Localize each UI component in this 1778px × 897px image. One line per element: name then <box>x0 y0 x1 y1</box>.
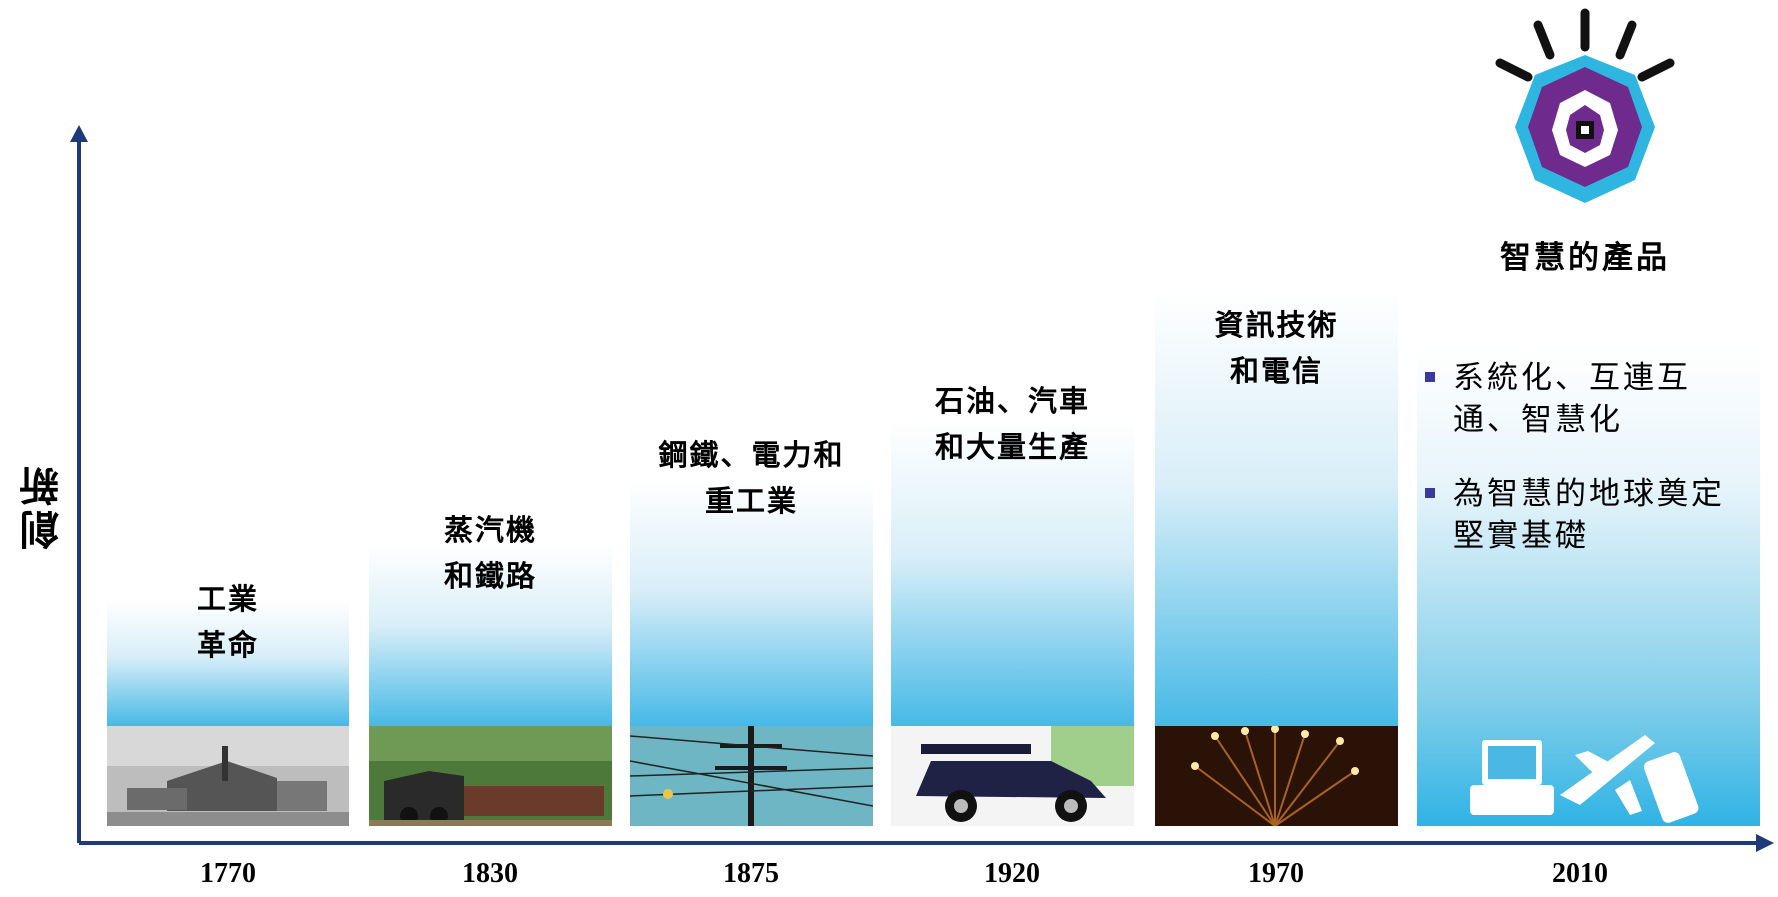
airplane-icon <box>1560 735 1655 815</box>
factory-photo <box>107 726 349 826</box>
power-pole-photo <box>630 726 873 826</box>
era-label: 工業 革命 <box>196 582 259 662</box>
era-column-2010 <box>1417 345 1760 826</box>
year-label: 1830 <box>462 858 518 889</box>
y-axis-arrow <box>70 125 88 142</box>
fiber-optics-photo <box>1155 726 1398 826</box>
era-label: 蒸汽機 和鐵路 <box>443 513 537 593</box>
bullet-item: 系統化、互連互通、智慧化 <box>1425 357 1745 441</box>
laptop-icon <box>1470 740 1554 815</box>
year-label: 1770 <box>200 858 256 889</box>
vintage-car-photo <box>891 726 1134 826</box>
year-label: 1920 <box>984 858 1040 889</box>
smart-planet-logo <box>1495 8 1675 203</box>
year-label: 1875 <box>723 858 779 889</box>
phone-icon <box>1643 752 1699 823</box>
y-axis-label: 創新 <box>19 462 66 550</box>
era-column-1770: 工業 革命 <box>107 582 349 726</box>
era-column-1970: 資訊技術 和電信 <box>1155 290 1398 726</box>
era-column-1875: 鋼鐵、電力和 重工業 <box>630 438 873 726</box>
era-column-1920: 石油、汽車 和大量生產 <box>891 384 1134 726</box>
era-column-1830: 蒸汽機 和鐵路 <box>369 513 612 726</box>
x-axis-arrow <box>1756 834 1774 852</box>
smart-products-bullets: 系統化、互連互通、智慧化 為智慧的地球奠定堅實基礎 <box>1425 357 1745 589</box>
era-label: 鋼鐵、電力和 重工業 <box>658 438 845 518</box>
year-label: 1970 <box>1248 858 1304 889</box>
era-label: 石油、汽車 和大量生產 <box>934 384 1090 464</box>
year-label: 2010 <box>1552 858 1608 889</box>
steam-train-photo <box>369 726 612 826</box>
smart-products-title: 智慧的產品 <box>1500 240 1670 276</box>
device-icons <box>1470 735 1699 823</box>
bullet-item: 為智慧的地球奠定堅實基礎 <box>1425 473 1745 557</box>
era-label: 資訊技術 和電信 <box>1214 308 1339 388</box>
